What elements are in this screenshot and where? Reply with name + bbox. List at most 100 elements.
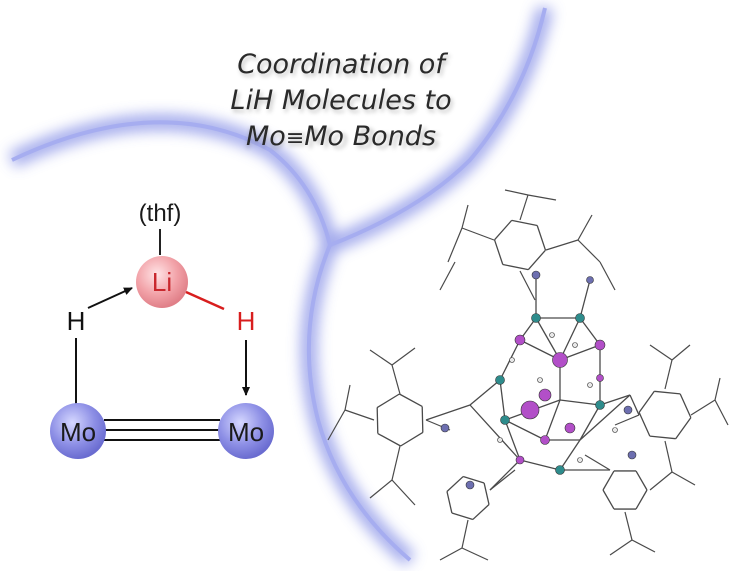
structure-atom — [612, 427, 618, 433]
structure-bond — [472, 504, 490, 520]
structure-bond — [535, 317, 561, 361]
structure-bond — [461, 227, 495, 241]
structure-bond — [664, 440, 673, 473]
structure-bond — [629, 394, 640, 416]
structure-bond — [462, 475, 485, 484]
structure-atom — [537, 377, 543, 383]
structure-atom — [440, 423, 450, 433]
title-line-3: Mo≡Mo Bonds — [246, 121, 436, 152]
structure-atom — [549, 332, 555, 338]
structure-bond — [439, 261, 456, 291]
structure-atom — [627, 450, 637, 460]
structure-atom — [564, 422, 576, 434]
structure-bond — [451, 512, 474, 521]
structure-atom — [555, 465, 565, 475]
h-left-to-li-arrow — [87, 287, 133, 309]
structure-atom — [552, 352, 568, 368]
structure-bond — [579, 317, 601, 346]
structure-atom — [497, 437, 503, 443]
structure-bond — [671, 471, 696, 486]
structure-bond — [446, 491, 453, 514]
structure-bond — [654, 390, 681, 395]
structure-bond — [447, 227, 463, 263]
structure-bond — [602, 489, 615, 510]
structure-bond — [536, 225, 547, 251]
crystal-structure — [327, 189, 729, 561]
structure-bond — [489, 459, 521, 491]
mo-left-atom — [50, 403, 106, 459]
structure-bond — [559, 439, 581, 471]
structure-bond — [439, 547, 463, 561]
structure-atom — [623, 405, 633, 415]
structure-atom — [465, 480, 475, 490]
structure-bond — [499, 379, 506, 421]
structure-bond — [391, 364, 401, 395]
svg-text:Mo≡Mo Bonds: Mo≡Mo Bonds — [246, 124, 440, 155]
h-left-label: H — [67, 306, 86, 336]
structure-bond — [599, 394, 631, 406]
title-triple-bond: ≡ — [286, 126, 304, 151]
structure-bond — [461, 547, 489, 561]
structure-atom — [531, 313, 541, 323]
structure-bond — [602, 470, 615, 491]
structure-atom — [595, 400, 605, 410]
structure-bond — [577, 214, 593, 241]
structure-bond — [664, 359, 673, 390]
structure-bond — [446, 476, 464, 492]
structure-bond — [714, 377, 721, 401]
thf-label: (thf) — [139, 200, 182, 227]
structure-atom — [500, 415, 510, 425]
structure-atom — [540, 435, 550, 445]
structure-bond — [527, 249, 546, 271]
structure-bond — [469, 379, 501, 406]
structure-bond — [579, 404, 601, 441]
structure-bond — [461, 519, 469, 549]
structure-atom — [495, 375, 505, 385]
glow-divider — [8, 6, 553, 567]
structure-bond — [391, 445, 401, 481]
structure-bond — [519, 459, 561, 471]
structure-bond — [369, 349, 393, 366]
structure-bond — [421, 406, 424, 433]
structure-bond — [649, 471, 673, 491]
structure-bond — [584, 454, 611, 471]
structure-bond — [675, 417, 692, 440]
structure-atom — [575, 313, 585, 323]
mo-right-label: Mo — [228, 417, 264, 447]
structure-bond — [327, 409, 346, 441]
structure-bond — [469, 404, 521, 461]
structure-bond — [545, 239, 579, 251]
structure-bond — [635, 489, 648, 510]
svg-text:LiH Molecules to: LiH Molecules to — [232, 88, 453, 119]
structure-bond — [344, 409, 375, 421]
mo-mo-triple-bond — [104, 419, 220, 441]
structure-bond — [502, 263, 529, 271]
structure-atom — [515, 455, 525, 465]
mo-right-atom — [218, 403, 274, 459]
structure-atom — [594, 339, 606, 351]
structure-bond — [638, 390, 655, 413]
structure-bond — [635, 470, 648, 491]
structure-atom — [520, 400, 540, 420]
structure-bond — [599, 261, 616, 291]
structure-bond — [425, 404, 471, 421]
structure-bond — [638, 412, 651, 437]
title-mo-b: Mo Bonds — [304, 121, 436, 152]
structure-bond — [369, 479, 393, 499]
structure-bond — [344, 384, 351, 411]
title-line-1: Coordination of — [237, 49, 448, 80]
structure-bond — [559, 399, 601, 406]
structure-bond — [494, 219, 513, 241]
structure-bond — [399, 393, 423, 408]
structure-bond — [400, 431, 424, 447]
structure-bond — [376, 393, 400, 409]
structure-bond — [376, 407, 379, 434]
svg-text:Coordination of: Coordination of — [239, 52, 450, 83]
structure-bond — [493, 239, 504, 265]
li-atom — [136, 256, 188, 308]
structure-bond — [714, 399, 729, 426]
li-h-right-bond — [185, 290, 225, 311]
structure-atom — [531, 270, 541, 280]
structure-atom — [587, 382, 593, 388]
